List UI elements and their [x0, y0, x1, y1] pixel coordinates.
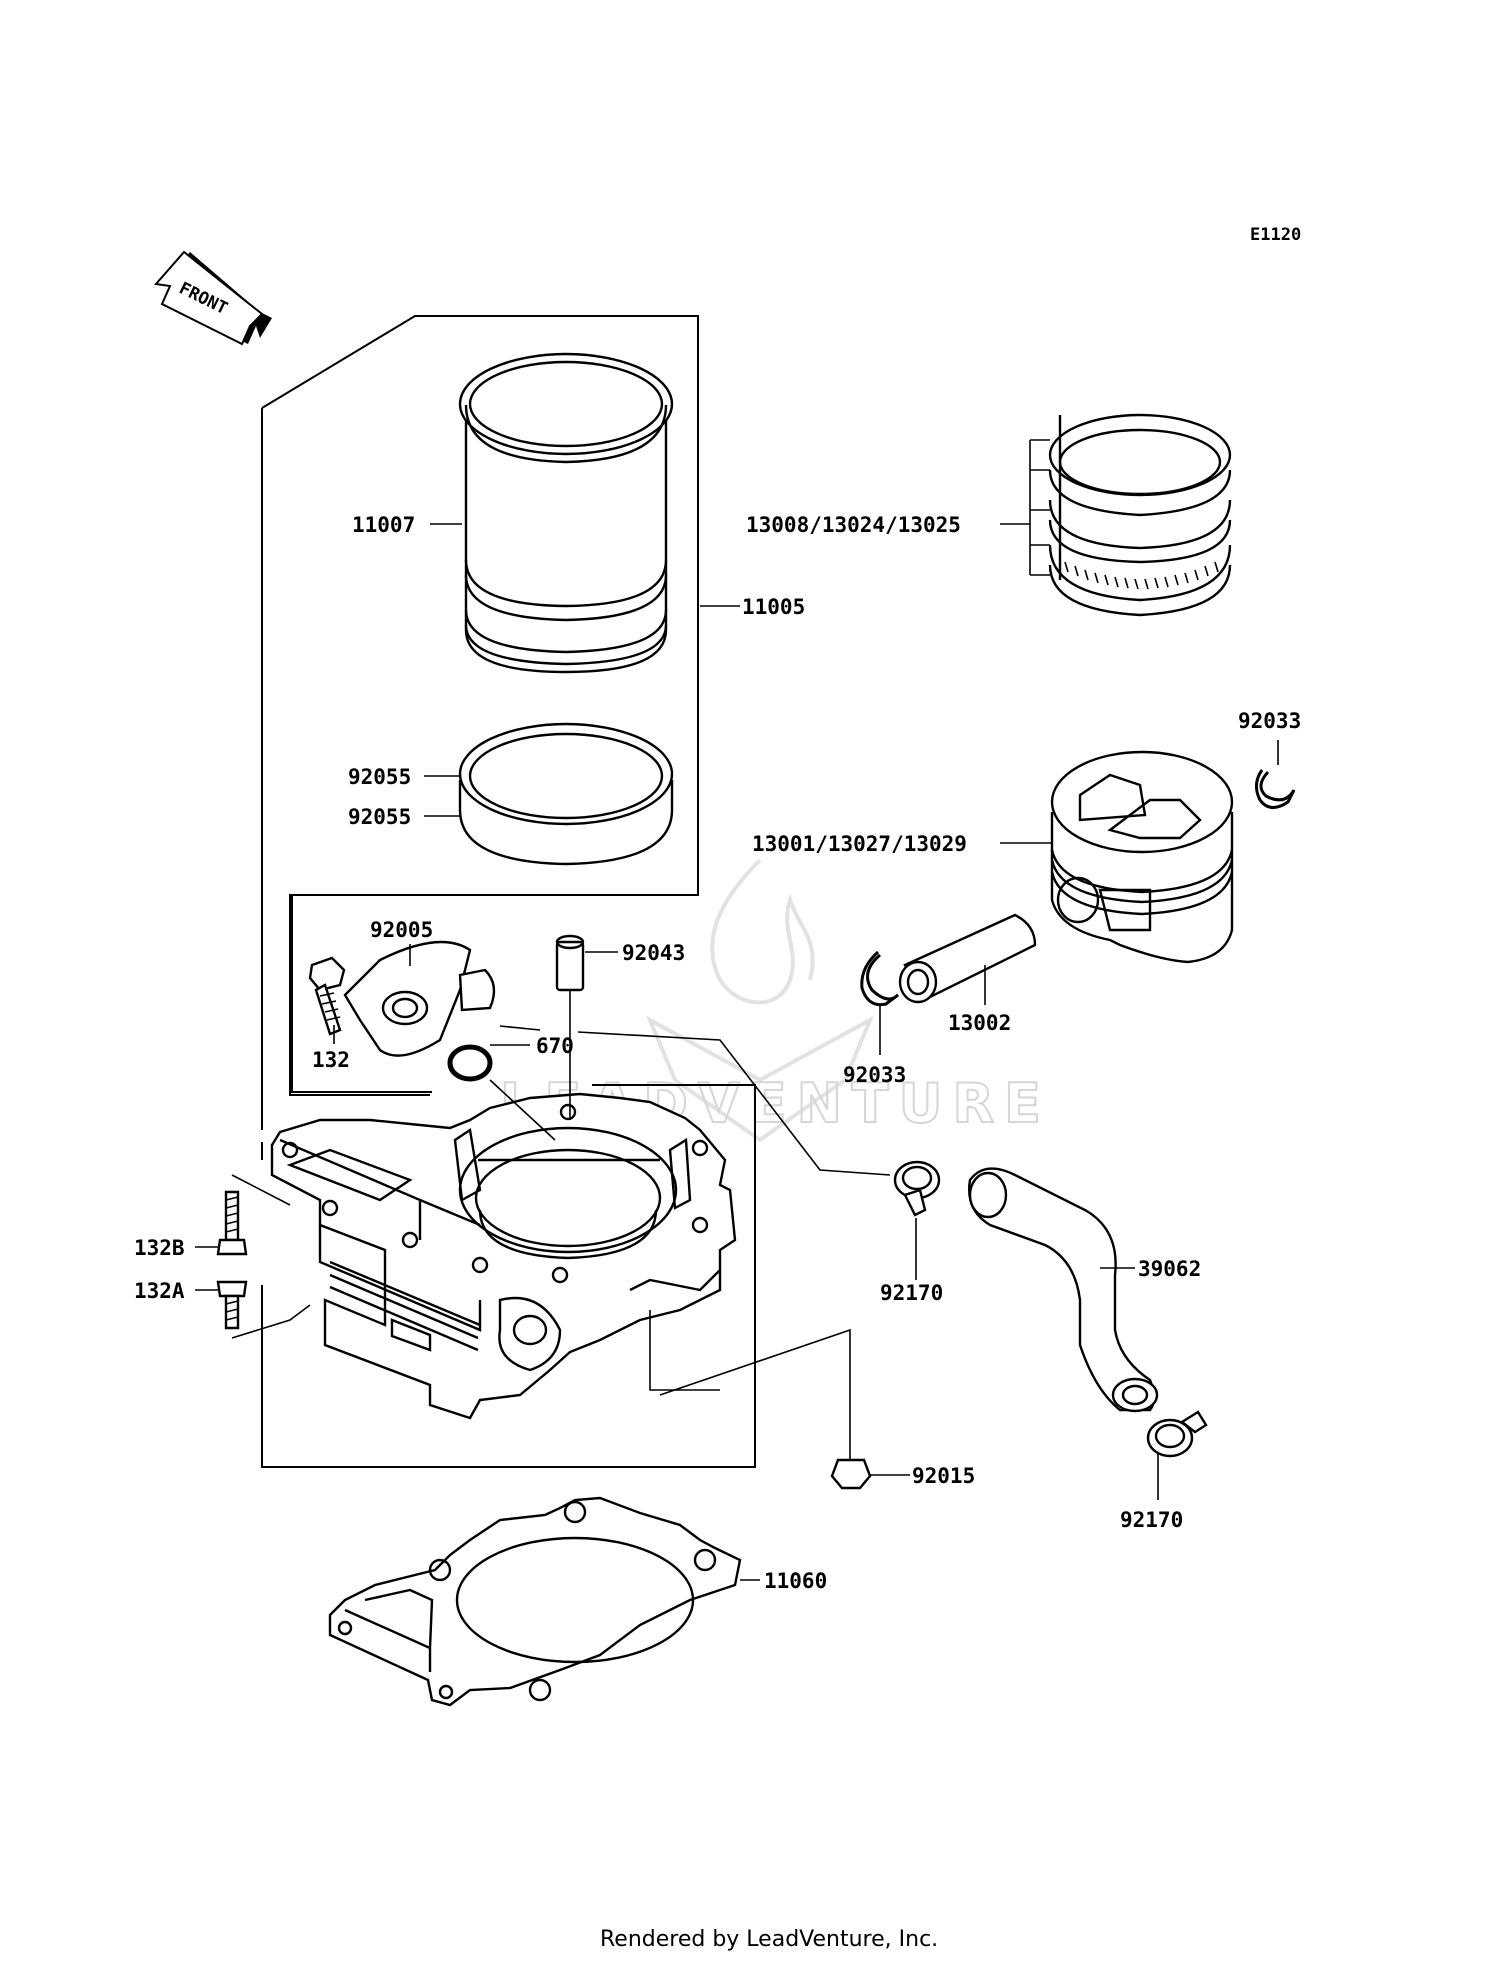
- fitting-box: [291, 895, 432, 1093]
- bolt-132A: [216, 1280, 248, 1330]
- label-39062: 39062: [1138, 1257, 1201, 1281]
- label-92033-b: 92033: [843, 1063, 906, 1087]
- dowel-pin: [555, 934, 585, 992]
- hose-clamp-lower: [1146, 1410, 1208, 1458]
- label-13008: 13008/13024/13025: [746, 513, 961, 537]
- piston: [1050, 750, 1234, 964]
- nut-92015: [830, 1458, 872, 1490]
- label-13001: 13001/13027/13029: [752, 832, 967, 856]
- label-92055-b: 92055: [348, 805, 411, 829]
- o-ring-670: [447, 1044, 493, 1082]
- diagram-code: E1120: [1250, 225, 1301, 245]
- piston-pin: [898, 913, 1037, 1004]
- front-arrow-icon: FRONT: [154, 250, 272, 346]
- label-92043: 92043: [622, 941, 685, 965]
- hose-clamp-upper: [893, 1160, 941, 1217]
- circlip-lower: [860, 950, 900, 1007]
- label-132A: 132A: [134, 1279, 185, 1303]
- head-gasket: [328, 1496, 742, 1707]
- water-hose: [968, 1167, 1159, 1413]
- label-670: 670: [536, 1034, 574, 1058]
- footer-credit: Rendered by LeadVenture, Inc.: [600, 1927, 938, 1952]
- o-ring-upper: [458, 722, 674, 866]
- label-92015: 92015: [912, 1464, 975, 1488]
- label-11005: 11005: [742, 595, 805, 619]
- bolt-132B: [216, 1190, 248, 1256]
- cylinder-sleeve: [458, 352, 674, 674]
- water-fitting: [343, 940, 496, 1057]
- label-11060: 11060: [764, 1569, 827, 1593]
- label-132B: 132B: [134, 1236, 185, 1260]
- label-92005: 92005: [370, 918, 433, 942]
- label-11007: 11007: [352, 513, 415, 537]
- bolt-132: [308, 956, 346, 1036]
- label-13002: 13002: [948, 1011, 1011, 1035]
- label-92033-a: 92033: [1238, 709, 1301, 733]
- label-92055-a: 92055: [348, 765, 411, 789]
- label-92170-b: 92170: [1120, 1508, 1183, 1532]
- circlip-upper: [1255, 769, 1296, 809]
- cylinder-block: [270, 1092, 737, 1420]
- cylinder-assembly-box: [261, 315, 756, 1468]
- label-92170-a: 92170: [880, 1281, 943, 1305]
- label-132: 132: [312, 1048, 350, 1072]
- leader-lines: [195, 523, 1279, 1581]
- piston-rings: [1029, 413, 1232, 617]
- part-labels: 11007 11005 92055 92055 92005 132 92043 …: [134, 513, 1301, 1593]
